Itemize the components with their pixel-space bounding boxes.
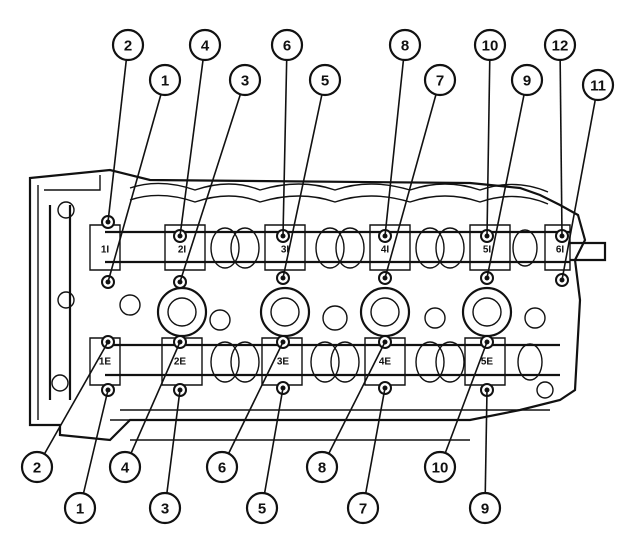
svg-text:8: 8 <box>318 460 326 477</box>
intake-callout-2: 2 <box>111 28 145 62</box>
svg-text:10: 10 <box>482 38 499 55</box>
svg-text:10: 10 <box>432 460 449 477</box>
exhaust-bolt-7 <box>378 381 392 395</box>
exhaust-callout-1: 1 <box>63 491 97 525</box>
exhaust-leader-5 <box>261 387 284 509</box>
svg-text:8: 8 <box>401 38 409 55</box>
svg-text:6: 6 <box>283 38 291 55</box>
svg-text:2: 2 <box>124 38 132 55</box>
exhaust-callout-4: 4 <box>108 450 142 484</box>
intake-cap-label-3I: 3I <box>281 245 290 256</box>
intake-leader-9 <box>486 79 528 279</box>
svg-text:9: 9 <box>523 73 531 90</box>
exhaust-cap-label-4E: 4E <box>379 357 392 368</box>
svg-text:9: 9 <box>481 501 489 518</box>
intake-leader-11 <box>561 84 599 281</box>
intake-callout-3: 3 <box>228 63 262 97</box>
intake-cap-label-2I: 2I <box>178 245 187 256</box>
svg-text:7: 7 <box>436 73 444 90</box>
intake-leader-6 <box>282 44 288 237</box>
exhaust-callout-5: 5 <box>245 491 279 525</box>
intake-camshaft <box>89 224 571 271</box>
intake-callout-10: 10 <box>473 28 507 62</box>
bearing-cap-labels: 1I 2I 3I 4I 5I 6I 1E 2E 3E 4E 5E <box>99 245 565 368</box>
svg-text:4: 4 <box>121 460 130 477</box>
svg-text:1: 1 <box>161 73 169 90</box>
intake-leader-10 <box>486 44 491 237</box>
svg-text:5: 5 <box>321 73 329 90</box>
intake-callout-11: 11 <box>581 68 615 102</box>
exhaust-callout-9: 9 <box>468 491 502 525</box>
intake-callout-7: 7 <box>423 63 457 97</box>
exhaust-callout-8: 8 <box>305 450 339 484</box>
intake-cap-label-4I: 4I <box>381 245 390 256</box>
intake-cap-label-1I: 1I <box>101 245 110 256</box>
exhaust-cap-label-5E: 5E <box>481 357 494 368</box>
exhaust-leader-4 <box>124 341 181 468</box>
exhaust-leader-10 <box>439 341 488 468</box>
intake-cap-label-5I: 5I <box>483 245 492 256</box>
svg-text:1: 1 <box>76 501 84 518</box>
svg-text:4: 4 <box>201 38 210 55</box>
svg-text:3: 3 <box>161 501 169 518</box>
intake-leader-4 <box>179 44 206 237</box>
exhaust-leader-7 <box>362 387 386 509</box>
intake-callout-8: 8 <box>388 28 422 62</box>
svg-text:12: 12 <box>552 38 569 55</box>
exhaust-cap-label-3E: 3E <box>277 357 290 368</box>
intake-leader-3 <box>179 79 246 283</box>
intake-leader-2 <box>107 44 129 223</box>
intake-leader-1 <box>107 79 166 283</box>
intake-callout-1: 1 <box>148 63 182 97</box>
svg-text:6: 6 <box>218 460 226 477</box>
cylinder-head-outline <box>28 168 607 442</box>
exhaust-callout-2: 2 <box>20 450 54 484</box>
exhaust-callout-7: 7 <box>346 491 380 525</box>
exhaust-leader-1 <box>79 389 109 509</box>
intake-callout-4: 4 <box>188 28 222 62</box>
intake-callout-5: 5 <box>308 63 342 97</box>
exhaust-leader-3 <box>164 389 181 509</box>
intake-callout-6: 6 <box>270 28 304 62</box>
exhaust-callout-6: 6 <box>205 450 239 484</box>
intake-leader-7 <box>384 79 441 279</box>
svg-text:5: 5 <box>258 501 266 518</box>
exhaust-leader-2 <box>36 341 109 468</box>
svg-text:11: 11 <box>590 78 606 95</box>
intake-callout-12: 12 <box>543 28 577 62</box>
svg-text:3: 3 <box>241 73 249 90</box>
svg-text:2: 2 <box>33 460 41 477</box>
intake-leader-12 <box>559 44 563 237</box>
exhaust-cap-label-2E: 2E <box>174 357 187 368</box>
exhaust-leader-9 <box>484 389 488 509</box>
svg-text:7: 7 <box>359 501 367 518</box>
intake-leader-5 <box>282 79 326 279</box>
exhaust-leader-8 <box>321 341 386 468</box>
exhaust-leader-6 <box>221 341 284 468</box>
bolt-markers <box>101 215 569 397</box>
intake-callout-9: 9 <box>510 63 544 97</box>
exhaust-callout-3: 3 <box>148 491 182 525</box>
intake-leader-8 <box>384 44 406 237</box>
intake-cap-label-6I: 6I <box>556 245 565 256</box>
exhaust-cap-label-1E: 1E <box>99 357 112 368</box>
exhaust-callout-10: 10 <box>423 450 457 484</box>
